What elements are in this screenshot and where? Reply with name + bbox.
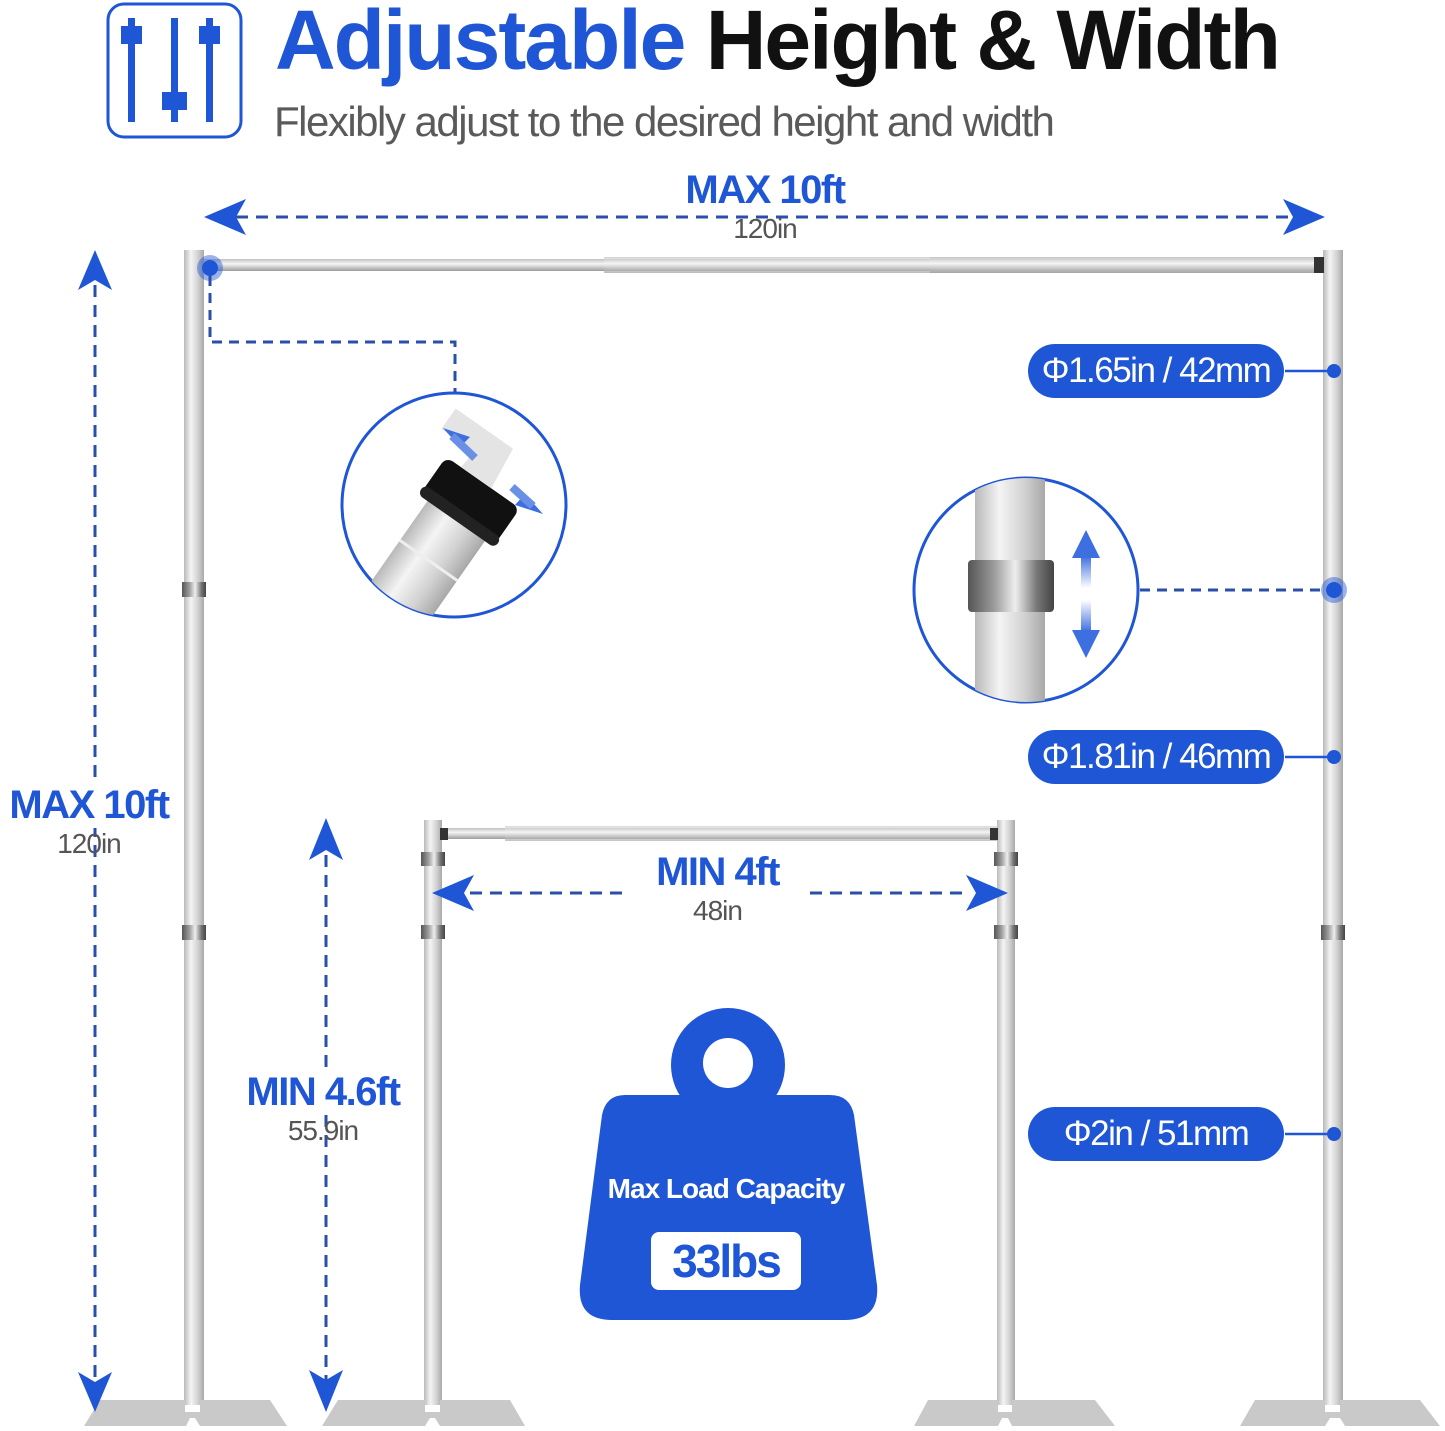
title-rest: Height & Width [705, 0, 1281, 87]
small-backdrop-frame [322, 820, 1115, 1426]
title-highlight: Adjustable [275, 0, 686, 87]
max-width-arrow [204, 199, 1325, 235]
max-height-label: MAX 10ft 120in [0, 783, 184, 860]
large-backdrop-frame [84, 250, 1440, 1426]
diameter-badge-top: Φ1.65in / 42mm [1028, 344, 1284, 398]
max-height-value: MAX 10ft [0, 783, 184, 828]
load-capacity-label: Max Load Capacity [607, 1173, 846, 1204]
max-width-value: MAX 10ft [660, 168, 870, 213]
max-height-arrow [78, 250, 112, 1412]
min-height-sub: 55.9in [287, 1115, 359, 1146]
sliders-adjust-icon [106, 2, 243, 139]
diameter-connectors [1285, 364, 1341, 1141]
page-subtitle: Flexibly adjust to the desired height an… [274, 98, 1055, 145]
min-width-value: MIN 4ft [625, 850, 810, 895]
min-height-value: MIN 4.6ft [228, 1070, 418, 1115]
min-height-label: MIN 4.6ft 55.9in [228, 1070, 418, 1147]
load-capacity-value: 33lbs [651, 1232, 801, 1290]
max-width-label: MAX 10ft 120in [660, 168, 870, 245]
diameter-badge-bottom: Φ2in / 51mm [1028, 1107, 1284, 1161]
min-width-label: MIN 4ft 48in [625, 850, 810, 927]
min-width-sub: 48in [693, 895, 743, 926]
diameter-badge-middle: Φ1.81in / 46mm [1028, 730, 1284, 784]
vertical-double-arrow-icon [1072, 530, 1100, 658]
diagonal-double-arrow-icon [443, 428, 543, 514]
max-height-sub: 120in [57, 828, 122, 859]
min-height-arrow [309, 818, 343, 1412]
max-width-sub: 120in [733, 213, 798, 244]
page-title: Adjustable Height & Width [275, 0, 1281, 89]
end-cap-detail-callout [197, 255, 568, 619]
collar-detail-callout [912, 476, 1347, 704]
